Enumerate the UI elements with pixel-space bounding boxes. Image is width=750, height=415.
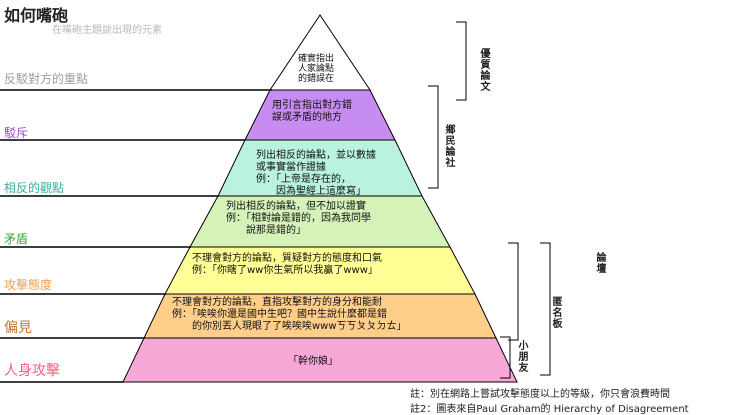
label-ad-hominem: 偏見 [4,320,32,336]
bracket-pundit [428,85,439,189]
bracket-label-anonymous-board: 匿名板 [550,296,561,329]
footnote-1: 註：別在網路上嘗試攻擊態度以上的等級，你只會浪費時間 [410,389,670,400]
label-name-calling: 人身攻擊 [4,363,60,379]
label-counterargument: 相反的觀點 [4,181,65,195]
bracket-label-pundit: 鄉民論社 [443,124,454,168]
footnote-2: 註2：圖表來自Paul Graham的 Hierarchy of Disagre… [410,404,689,415]
tier-text-contradiction: 不理會對方的論點，質疑對方的態度和口氣 例：「你瞎了ww你生氣所以我贏了www」 [192,253,382,276]
label-contradiction: 矛盾 [4,232,29,246]
tier-text-counterargument: 列出相反的論點，但不加以證實 例：「相對論是錯的，因為我同學 說那是錯的」 [226,201,371,236]
tier-text-refutation: 列出相反的論點，並以數據 或事實當作證據 例：「上帝是存在的， 因為聖經上這麼寫… [256,150,376,197]
tier-ad-hominem [122,337,518,383]
bracket-kids [500,336,511,379]
bracket-label-kids: 小朋友 [516,340,527,373]
tier-text-responding-to-tone: 不理會對方的論點，直指攻擊對方的身分和能耐 例：「唉唉你還是國中生吧？國中生說什… [172,297,407,332]
bracket-forum [540,242,551,376]
bracket-label-quality-paper: 優質論文 [478,48,489,92]
bracket-anonymous-board [508,242,519,341]
tier-text-ad-hominem: 「幹你娘」 [288,356,338,367]
bracket-quality-paper [456,21,467,101]
label-refutation: 駁斥 [4,126,29,140]
label-responding-to-tone: 攻擊態度 [4,278,53,292]
tier-text-refute-central-point: 用引言指出對方錯 誤或矛盾的地方 [272,100,352,123]
bracket-label-forum: 論壇 [594,252,605,274]
page-subtitle: 在嘴砲主題談出現的元素 [52,25,162,36]
tier-text-top: 確實指出 人家論點 的錯誤在 [298,54,335,84]
label-refute-central-point: 反駁對方的重點 [4,72,89,86]
page-title: 如何嘴砲 [4,6,69,25]
